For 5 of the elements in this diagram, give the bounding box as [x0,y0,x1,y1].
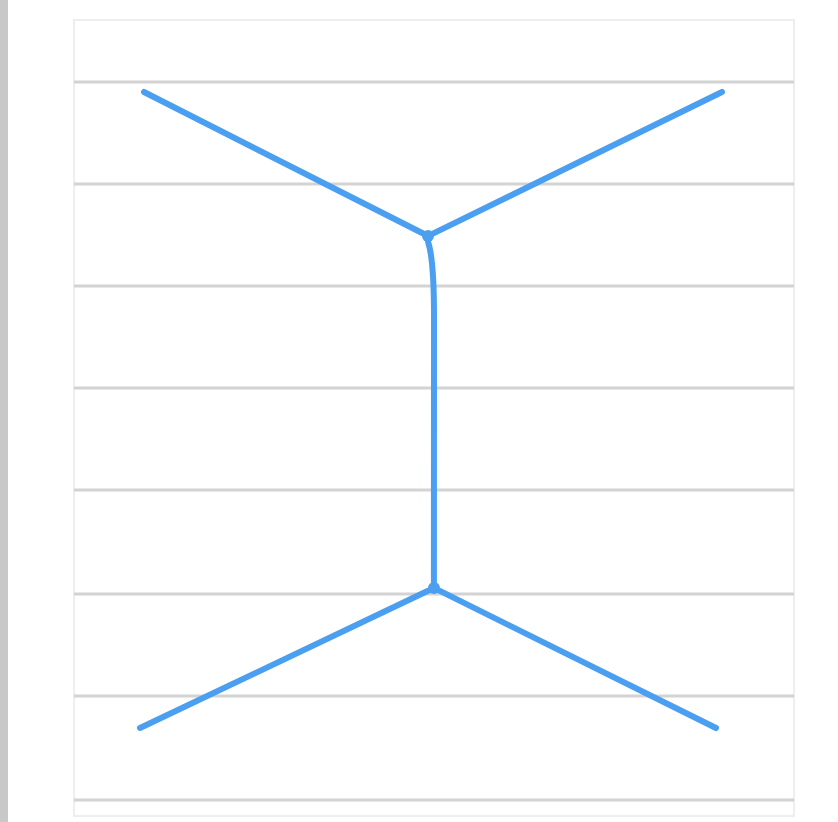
line [137,587,432,731]
line [430,89,725,237]
line [425,239,437,585]
line [436,587,719,731]
line [141,89,426,237]
